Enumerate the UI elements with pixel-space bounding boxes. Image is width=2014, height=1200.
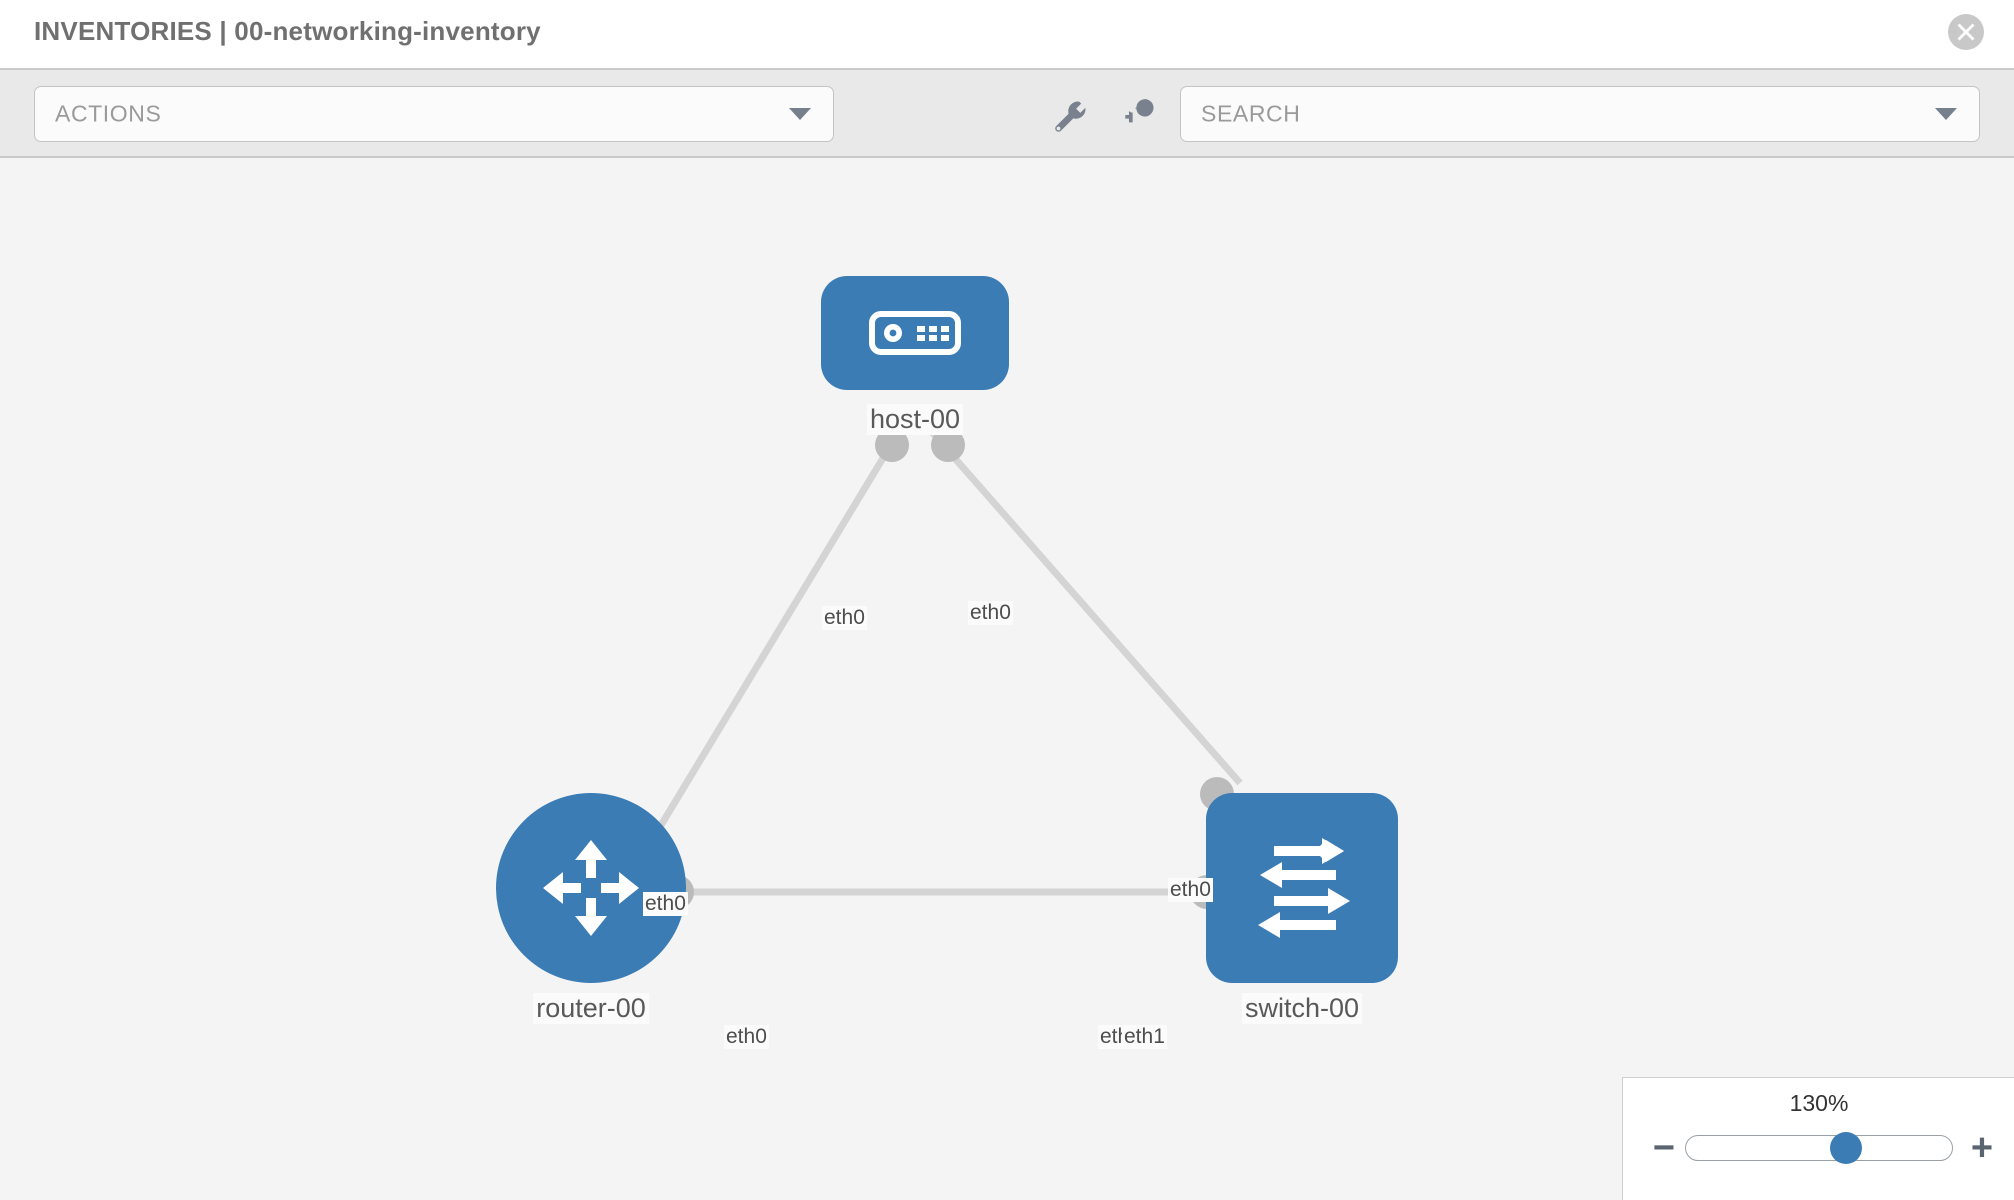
search-placeholder: SEARCH: [1201, 100, 1301, 127]
zoom-in-button[interactable]: +: [1970, 1127, 1994, 1169]
toolbar: ACTIONS SEARCH: [0, 68, 2014, 158]
edge-label-host-right: eth0: [968, 601, 1013, 625]
topology-canvas[interactable]: host-00 route: [0, 158, 2014, 1200]
chevron-down-icon: [789, 108, 811, 120]
key-icon[interactable]: [1117, 94, 1161, 138]
node-host-00-shape[interactable]: [821, 276, 1009, 390]
switch-bidirectional-arrows-icon: [1258, 838, 1350, 938]
search-input[interactable]: SEARCH: [1180, 86, 1980, 142]
node-router-00[interactable]: router-00: [496, 793, 694, 1053]
edge-label-switch-upper: eth0: [1168, 878, 1213, 902]
chevron-down-icon: [1935, 108, 1957, 120]
router-four-arrows-icon: [543, 840, 639, 936]
server-appliance-icon: [869, 311, 961, 355]
node-switch-00-shape[interactable]: [1206, 793, 1398, 983]
page-header: INVENTORIES | 00-networking-inventory: [0, 0, 2014, 68]
actions-dropdown-label: ACTIONS: [55, 100, 162, 127]
wrench-icon[interactable]: [1047, 94, 1091, 138]
zoom-slider-track[interactable]: [1685, 1132, 1953, 1164]
zoom-control-panel: 130% − +: [1622, 1077, 2014, 1200]
zoom-level-value: 130%: [1789, 1090, 1849, 1116]
edge-label-switch-left: eth1: [1122, 1025, 1167, 1049]
page-title: INVENTORIES | 00-networking-inventory: [34, 16, 541, 46]
node-host-00-label: host-00: [866, 404, 964, 435]
edge-label-host-left: eth0: [822, 606, 867, 630]
actions-dropdown[interactable]: ACTIONS: [34, 86, 834, 142]
zoom-slider-row: − +: [1623, 1126, 2014, 1170]
zoom-slider-thumb[interactable]: [1829, 1132, 1862, 1164]
topology-links: [617, 427, 1243, 896]
node-router-00-label: router-00: [533, 993, 649, 1024]
node-host-00[interactable]: host-00: [821, 276, 1009, 480]
link-host00-router00: [617, 428, 903, 895]
edge-label-router-upper: eth0: [643, 892, 688, 916]
edge-label-router-right: eth0: [724, 1025, 769, 1049]
link-host00-switch00: [927, 427, 1243, 786]
node-switch-00[interactable]: switch-00: [1190, 777, 1398, 1053]
node-switch-00-label: switch-00: [1241, 993, 1363, 1024]
node-router-00-shape[interactable]: [496, 793, 686, 983]
close-icon[interactable]: [1948, 14, 1984, 50]
zoom-out-button[interactable]: −: [1652, 1127, 1676, 1169]
